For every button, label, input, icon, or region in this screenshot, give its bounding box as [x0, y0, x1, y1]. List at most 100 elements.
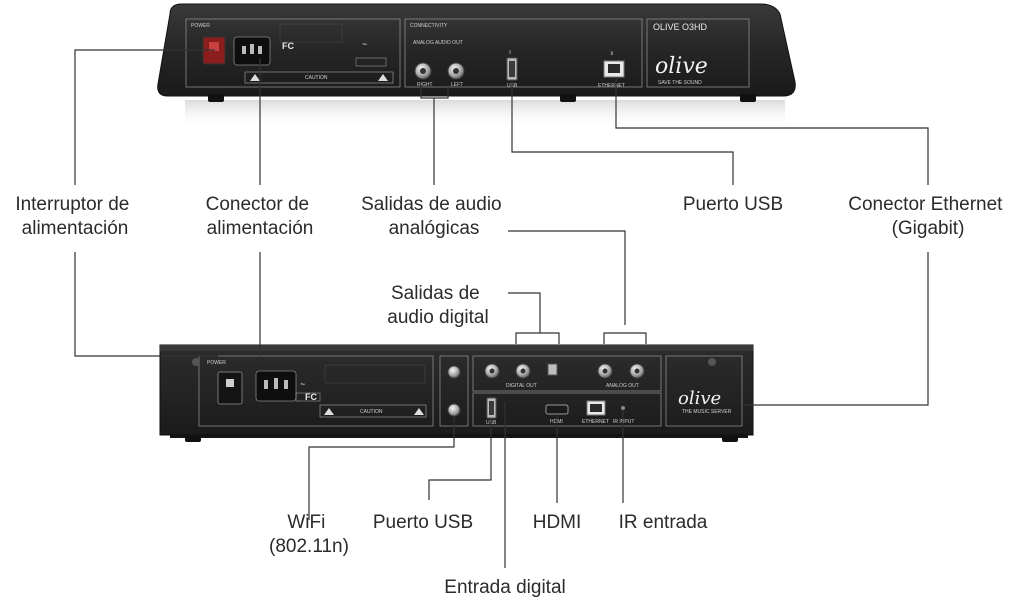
bottom-ir-caption: IR INPUT	[613, 419, 634, 425]
callout-labels: Interruptor de alimentación Conector de …	[15, 194, 1007, 598]
bottom-power-switch	[217, 371, 243, 405]
bottom-logo-panel	[665, 355, 743, 427]
top-foot-right	[740, 94, 756, 102]
bottom-wifi-antenna-1	[447, 365, 461, 379]
leader-usb-top	[511, 80, 734, 185]
bottom-power-title: POWER	[207, 360, 226, 366]
top-model-panel	[646, 18, 750, 88]
bottom-foot-right	[722, 435, 738, 442]
leader-ethernet-bottom	[742, 252, 929, 406]
top-usb-port-slot	[509, 61, 515, 77]
bottom-olive-logo: olive	[678, 388, 721, 409]
bottom-caution-text: CAUTION	[360, 409, 383, 415]
bottom-digital-in-coax-center	[489, 368, 495, 374]
top-power-switch-rocker	[209, 42, 219, 51]
bottom-warning-icon-right	[414, 408, 424, 415]
bottom-power-pin-3	[284, 380, 288, 389]
top-left-caption: LEFT	[451, 82, 463, 88]
top-device-reflection	[185, 100, 785, 128]
leader-wifi	[308, 416, 455, 520]
bottom-digital-out-caption: DIGITAL OUT	[506, 383, 537, 389]
label-ethernet: Conector Ethernet (Gigabit)	[848, 194, 1007, 239]
top-power-title: POWER	[191, 23, 210, 29]
top-ethernet-caption: ETHERNET	[598, 83, 625, 89]
bottom-ethernet-port-socket	[590, 404, 602, 412]
bottom-analog-out-caption: ANALOG OUT	[606, 383, 639, 389]
bottom-regulatory-text	[324, 364, 426, 384]
network-icon: ⊻	[610, 51, 614, 57]
bottom-hdmi-port	[545, 404, 569, 415]
bottom-hdmi-caption: HDMI	[550, 419, 563, 425]
top-power-panel	[185, 18, 401, 88]
bottom-warning-icon-left	[324, 408, 334, 415]
bottom-ethernet-caption: ETHERNET	[582, 419, 609, 425]
top-power-pin-2	[250, 44, 254, 54]
top-tagline: SAVE THE SOUND	[658, 80, 702, 86]
top-ethernet-port-socket	[608, 64, 620, 73]
top-voltage-box	[355, 57, 387, 67]
top-warning-icon-right	[378, 74, 388, 81]
label-hdmi: HDMI	[533, 512, 582, 533]
top-right-caption: RIGHT	[417, 82, 433, 88]
top-model-title: OLIVE O3HD	[653, 22, 708, 32]
leader-usb-bottom	[428, 418, 492, 500]
bottom-device-body	[159, 344, 754, 436]
bottom-screw-left	[192, 358, 200, 366]
label-digital-input: Entrada digital	[444, 577, 565, 598]
top-caution-text: CAUTION	[305, 75, 328, 81]
leader-ethernet-top	[615, 77, 929, 185]
label-usb-bottom: Puerto USB	[373, 512, 473, 533]
top-olive-logo: olive	[655, 54, 708, 79]
top-device-body	[157, 3, 796, 97]
bottom-ac-symbol: ~	[300, 379, 305, 389]
bottom-usb-port-slot	[489, 401, 494, 415]
bottom-power-panel	[198, 355, 434, 427]
label-usb-top: Puerto USB	[683, 194, 783, 215]
bottom-foot-left	[185, 435, 201, 442]
bottom-device-top-edge	[160, 345, 753, 351]
top-device: POWER FC ~ CAUTION CONNECTIVITY ANALOG A…	[157, 3, 796, 128]
bottom-caution-box	[319, 404, 427, 418]
label-ir-input: IR entrada	[619, 512, 708, 533]
bracket-analog-bottom	[603, 332, 647, 344]
leader-digital-out	[508, 292, 541, 333]
bottom-fcc-mark: FC	[305, 392, 317, 402]
bottom-power-pin-2	[274, 378, 278, 389]
top-analog-out-left-center	[453, 68, 459, 74]
top-connectivity-title: CONNECTIVITY	[410, 23, 448, 29]
usb-icon: ⇧	[508, 50, 512, 56]
bottom-analog-out-right-center	[602, 368, 608, 374]
top-warning-icon-left	[250, 74, 260, 81]
top-caution-box	[244, 71, 394, 84]
bracket-digital-out	[515, 332, 560, 344]
top-fcc-mark: FC	[282, 41, 294, 51]
bottom-ir-input	[621, 406, 625, 410]
bottom-digital-out-optical	[547, 363, 558, 376]
bottom-digital-out-coax-center	[520, 368, 526, 374]
top-ac-symbol: ~	[362, 39, 367, 49]
label-wifi: WiFi (802.11n)	[269, 512, 349, 557]
leader-power-switch-bottom	[74, 252, 218, 357]
leader-lines	[74, 49, 929, 568]
label-analog-outputs: Salidas de audio analógicas	[361, 194, 507, 239]
bottom-device: POWER ~ FC CAUTION DIGITAL OUT ANALOG OU…	[159, 344, 754, 442]
bottom-voltage-box	[295, 392, 321, 402]
bottom-power-pin-1	[264, 380, 268, 389]
bottom-tagline: THE MUSIC SERVER	[682, 409, 732, 415]
leader-analog-bottom	[508, 230, 626, 325]
bottom-power-switch-rocker	[226, 379, 234, 387]
top-power-pin-1	[242, 46, 246, 54]
bottom-analog-out-left-center	[634, 368, 640, 374]
top-power-pin-3	[258, 46, 262, 54]
bottom-wifi-antenna-2	[447, 403, 461, 417]
label-digital-outputs: Salidas de audio digital	[387, 283, 488, 328]
bottom-screw-right	[708, 358, 716, 366]
bottom-audio-panel	[472, 355, 662, 392]
top-foot-mid	[560, 94, 576, 102]
label-power-switch: Interruptor de alimentación	[15, 194, 134, 239]
top-regulatory-text	[279, 23, 343, 43]
top-analog-out-right-center	[420, 68, 426, 74]
top-connectivity-panel	[404, 18, 643, 88]
top-foot-left	[208, 94, 224, 102]
